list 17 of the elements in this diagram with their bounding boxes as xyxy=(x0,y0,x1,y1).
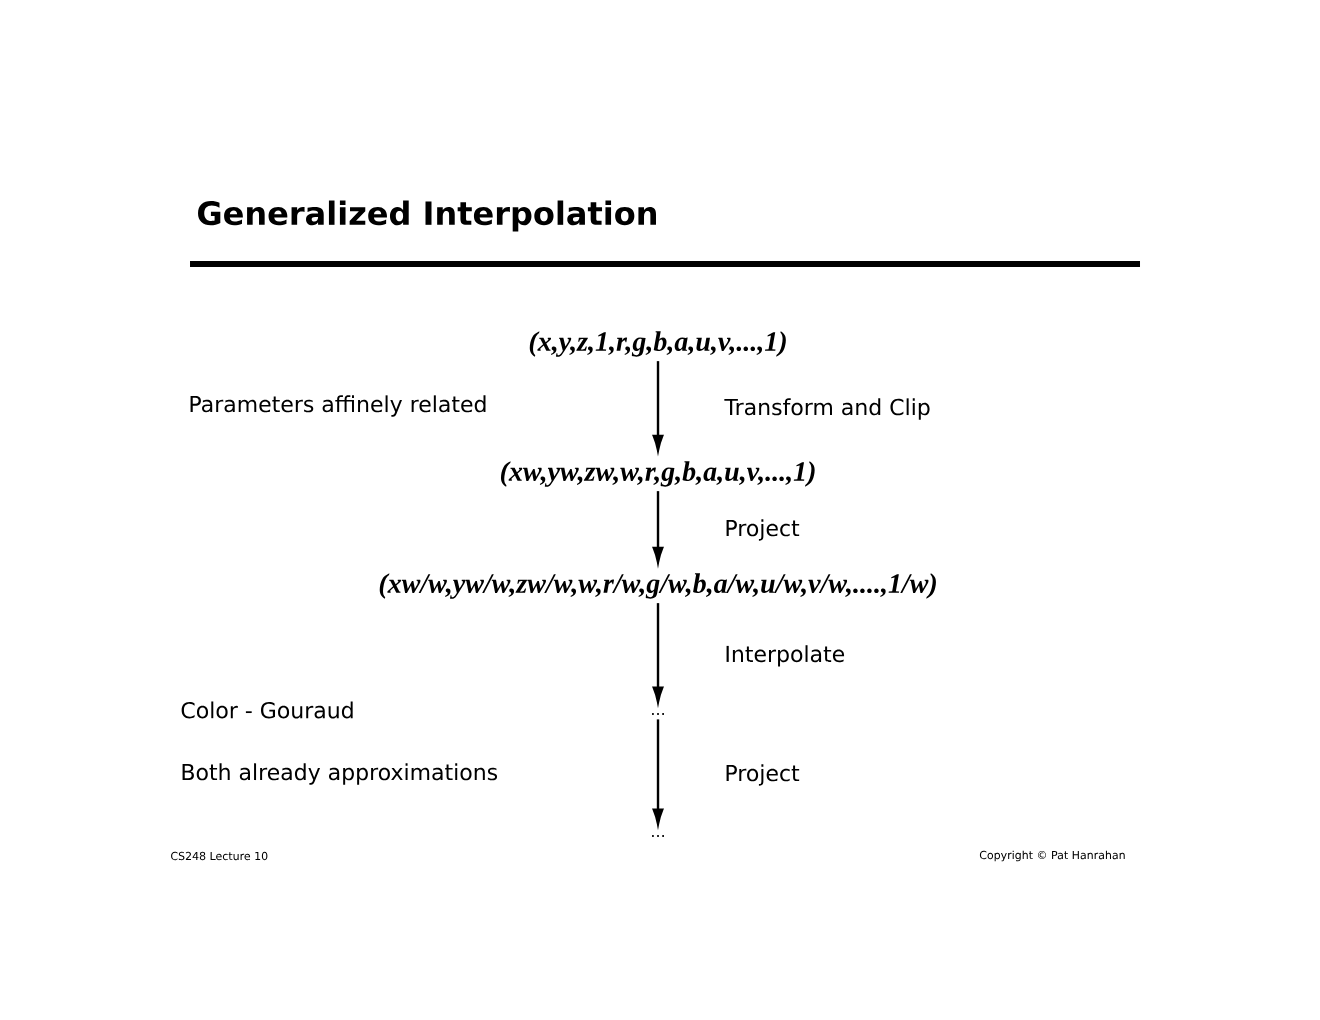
ellipsis-text: ... xyxy=(652,713,664,715)
arrow xyxy=(652,491,664,564)
tuple-text: (xw,yw,zw,w,r,g,b,a,u,v,...,1) xyxy=(501,461,815,487)
note-text: Parameters affinely related xyxy=(190,395,486,417)
slide-title: Generalized Interpolation xyxy=(198,200,656,232)
arrow xyxy=(652,603,664,704)
note-text: Color - Gouraud xyxy=(181,701,353,719)
edge-label: Interpolate xyxy=(726,645,845,667)
edge-label: Project xyxy=(726,519,800,541)
arrow xyxy=(652,361,664,452)
tuple-text: (xw/w,yw/w,zw/w,w,r/w,g/w,b,a/w,u/w,v/w,....,1/w) xyxy=(379,573,936,599)
tuple-text: (x,y,z,1,r,g,b,a,u,v,...,1) xyxy=(529,331,786,357)
arrow xyxy=(652,719,664,826)
ellipsis-text: ... xyxy=(652,835,664,837)
note-text: Both already approximations xyxy=(182,763,498,785)
edge-label: Transform and Clip xyxy=(724,398,930,420)
edge-label: Project xyxy=(726,764,800,786)
